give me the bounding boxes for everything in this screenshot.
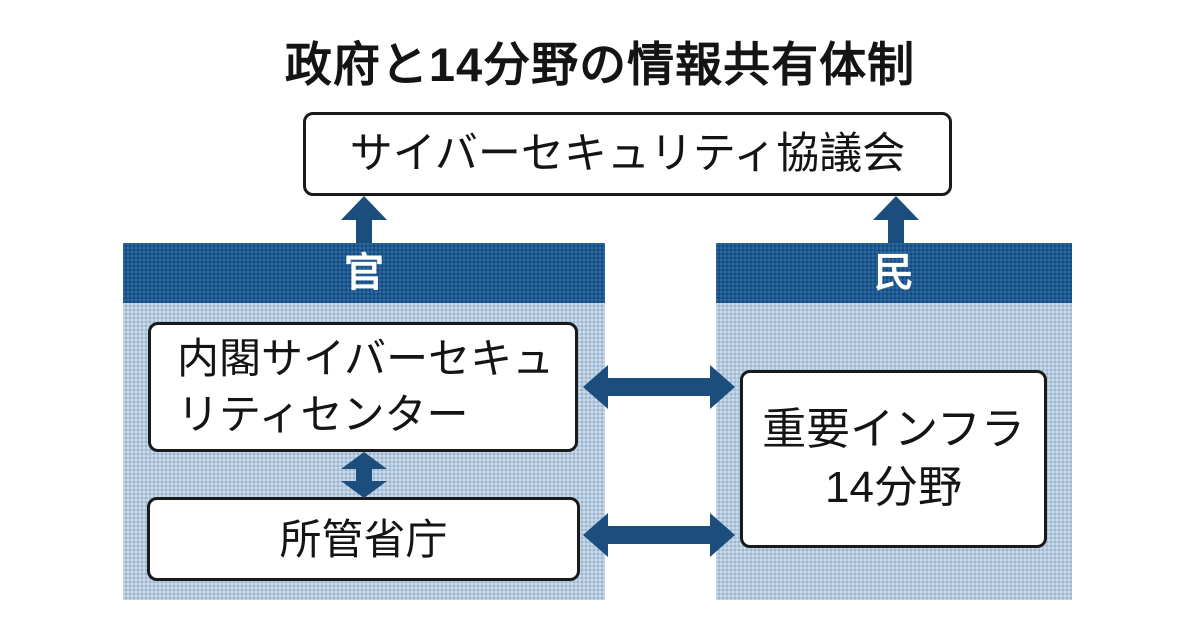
council-box: サイバーセキュリティ協議会 [303,112,952,196]
council-label: サイバーセキュリティ協議会 [349,129,906,178]
ministries-label: 所管省庁 [279,515,448,563]
connector-private-council [873,196,919,244]
nisc-label-line2: リティセンター [177,391,469,438]
up-down-arrow-icon [341,452,387,498]
connector-nisc-infra [583,365,735,409]
up-arrow-icon [873,196,919,244]
page-title: 政府と14分野の情報共有体制 [284,38,916,91]
left-right-arrow-icon [583,513,735,557]
government-header-band: 官 [123,243,605,303]
connector-nisc-ministries [341,452,387,498]
infra-label-line2: 14分野 [825,463,962,512]
infra-label-line1: 重要インフラ [762,405,1025,454]
connector-ministries-infra [583,513,735,557]
private-header-label: 民 [874,251,914,295]
ministries-box: 所管省庁 [147,497,580,581]
private-header-band: 民 [716,243,1072,303]
nisc-label-line1: 内閣サイバーセキュ [177,335,555,382]
up-arrow-icon [341,196,387,244]
infra-box: 重要インフラ 14分野 [740,370,1047,548]
government-header-label: 官 [344,251,384,295]
connector-government-council [341,196,387,244]
left-right-arrow-icon [583,365,735,409]
nisc-box: 内閣サイバーセキュ リティセンター [148,322,578,452]
